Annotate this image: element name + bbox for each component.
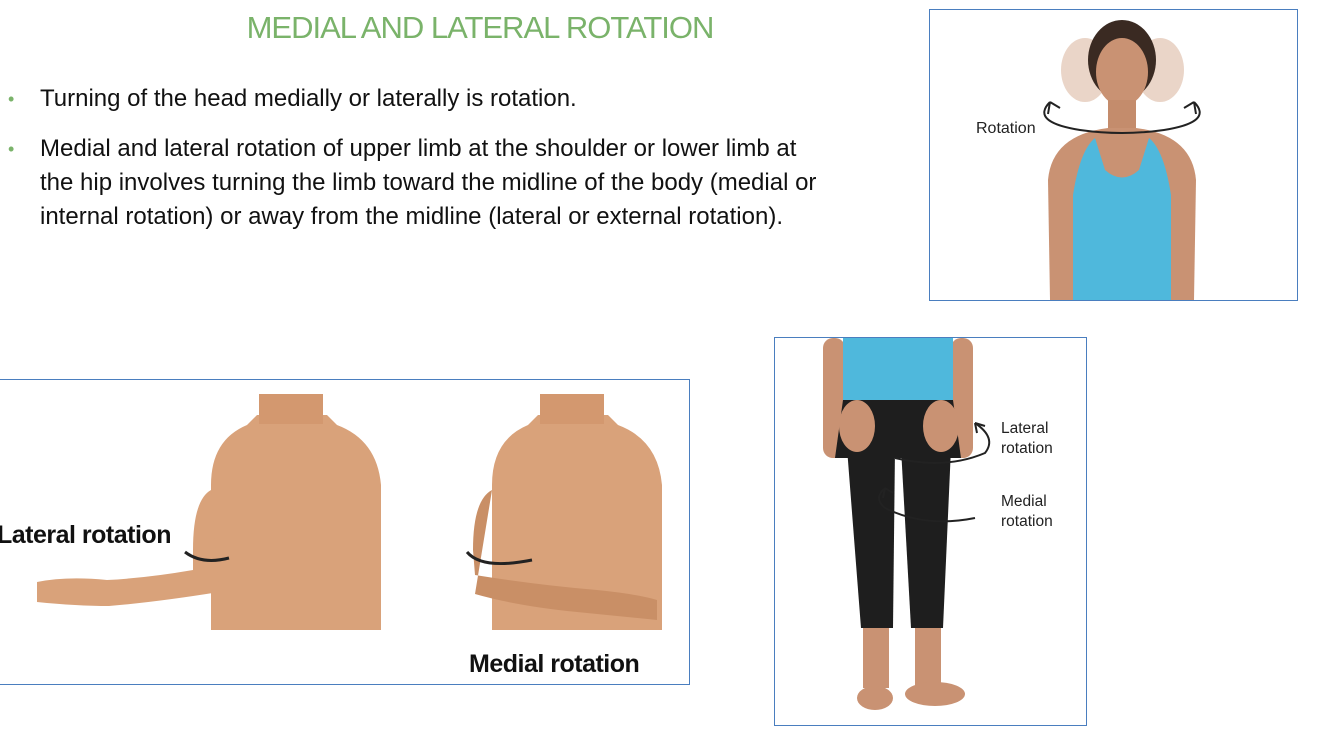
leg-medial-rotation-label: Medial rotation: [1001, 492, 1053, 532]
leg-medial-label-line2: rotation: [1001, 513, 1053, 530]
slide-title: MEDIAL AND LATERAL ROTATION: [246, 10, 715, 45]
bullet-marker: •: [8, 139, 15, 159]
leg-lateral-label-line2: rotation: [1001, 440, 1053, 457]
arm-rotation-illustration: [37, 394, 662, 630]
bullet-item: • Medial and lateral rotation of upper l…: [0, 132, 830, 234]
bullet-list: • Turning of the head medially or latera…: [0, 82, 830, 250]
head-rotation-illustration: [1043, 20, 1201, 300]
bullet-marker: •: [8, 89, 15, 109]
leg-rotation-figure: Lateral rotation Medial rotation: [774, 337, 1087, 726]
arm-rotation-figure: Lateral rotation Medial rotation: [0, 379, 690, 685]
leg-lateral-rotation-label: Lateral rotation: [1001, 419, 1053, 459]
leg-rotation-illustration: [823, 338, 991, 710]
rotation-label: Rotation: [976, 120, 1036, 137]
head-rotation-figure: Rotation: [929, 9, 1298, 301]
leg-medial-label-line1: Medial: [1001, 493, 1047, 510]
lateral-rotation-label: Lateral rotation: [0, 521, 171, 549]
bullet-text: Medial and lateral rotation of upper lim…: [40, 135, 817, 230]
leg-lateral-label-line1: Lateral: [1001, 420, 1049, 437]
bullet-text: Turning of the head medially or laterall…: [40, 85, 577, 112]
medial-rotation-label: Medial rotation: [469, 650, 640, 678]
bullet-item: • Turning of the head medially or latera…: [0, 82, 830, 116]
